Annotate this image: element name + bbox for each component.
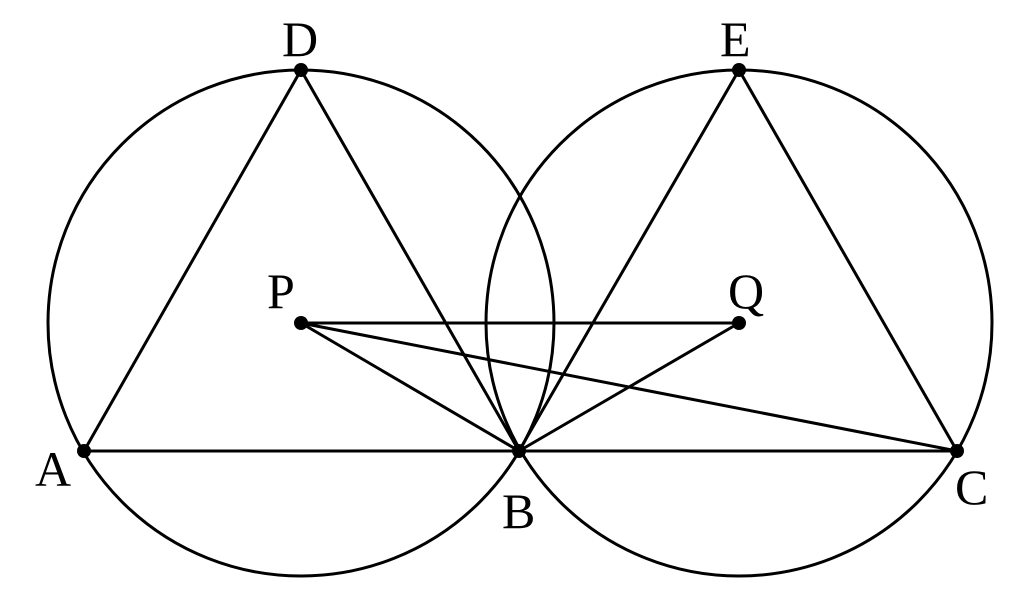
segment-ec [737,69,959,452]
label-b: B [502,483,535,539]
point-a [77,444,91,458]
point-e [732,63,746,77]
point-p [294,316,308,330]
segment-ad [82,69,303,452]
point-b [512,444,526,458]
point-c [950,444,964,458]
segment-pb [300,321,520,453]
label-q: Q [728,263,764,319]
segment-qb [518,321,740,453]
segment-db [299,69,521,452]
segment-be [517,69,741,452]
label-c: C [955,459,988,515]
label-e: E [720,11,751,67]
point-d [294,63,308,77]
label-d: D [282,11,318,67]
point-q [732,316,746,330]
label-p: P [267,263,295,319]
label-a: A [35,441,71,497]
